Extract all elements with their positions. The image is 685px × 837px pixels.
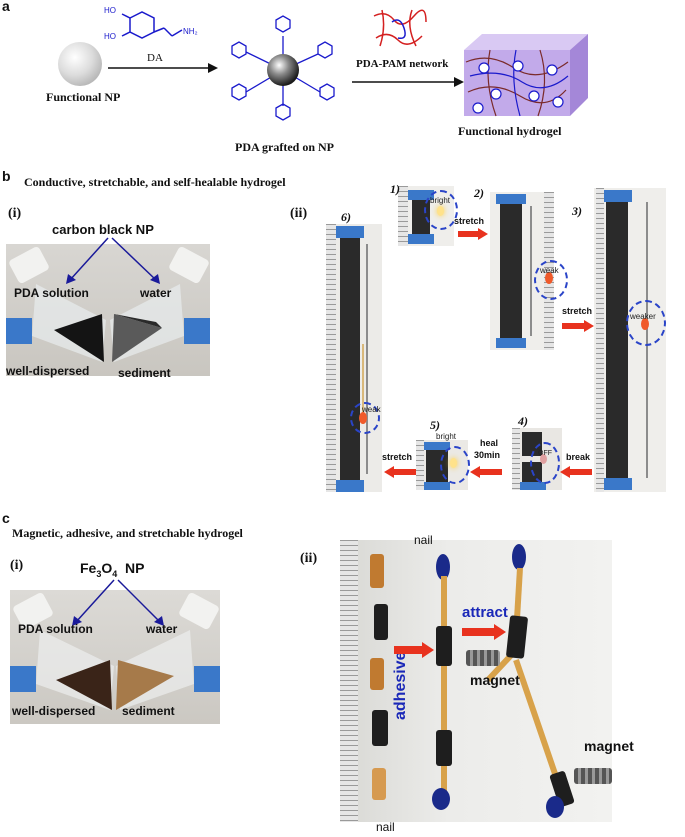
step-1-ring [424, 190, 458, 230]
panel-b-label: b [2, 168, 11, 184]
panel-b-title: Conductive, stretchable, and self-healab… [24, 175, 286, 189]
step-6-led-label: weak [362, 405, 381, 414]
water-label-c: water [146, 622, 178, 636]
fe3o4-sub-4: 4 [112, 568, 118, 579]
step-4-led-label: OFF [538, 450, 552, 457]
functional-hydrogel-label: Functional hydrogel [458, 124, 562, 138]
functional-hydrogel-cube [464, 34, 588, 117]
fe3o4-fe: Fe [80, 560, 97, 576]
water-label-b: water [140, 286, 172, 300]
pda-solution-label-c: PDA solution [18, 622, 93, 636]
fe3o4-np: NP [117, 560, 145, 576]
functional-np-label: Functional NP [46, 90, 121, 104]
fe3o4-o: O [101, 560, 113, 576]
panel-c-sub-i: (i) [10, 558, 24, 573]
panel-b-sub-ii: (ii) [290, 206, 308, 221]
pda-solution-label-b: PDA solution [14, 286, 89, 300]
pda-pam-network-icon [373, 9, 427, 47]
functional-np-sphere [58, 42, 102, 86]
fe3o4-np-label: Fe3O4 NP [80, 560, 145, 579]
sediment-label-c: sediment [122, 704, 175, 718]
panel-b-sub-i: (i) [8, 206, 22, 221]
arrow-label-heal: heal [480, 438, 499, 448]
red-arrow-stretch-3 [384, 466, 416, 478]
step-4-number: 4) [518, 414, 528, 428]
step-2-led-label: weak [540, 266, 559, 275]
step-4-ring [530, 442, 560, 484]
dopamine-ho-bottom: HO [104, 32, 116, 41]
arrow-label-stretch-2: stretch [562, 306, 593, 316]
arrow-label-stretch-1: stretch [454, 216, 485, 226]
red-arrow-break [560, 466, 592, 478]
panel-c-title: Magnetic, adhesive, and stretchable hydr… [12, 526, 243, 540]
red-arrow-adhesive [394, 642, 434, 658]
step-5-ring [440, 446, 470, 484]
panel-c-label: c [2, 510, 10, 526]
carbon-black-vials-photo [6, 244, 210, 376]
np-label-arrows-c [72, 579, 164, 626]
step-3-led-label: weaker [630, 312, 656, 321]
well-dispersed-label-c: well-dispersed [12, 704, 96, 718]
magnet-label-2: magnet [584, 738, 634, 754]
carbon-black-np-label: carbon black NP [52, 222, 154, 237]
step-5-led-label: bright [436, 432, 457, 441]
step-3-number: 3) [572, 204, 582, 218]
pda-pam-label: PDA-PAM network [356, 58, 449, 70]
arrow-label-stretch-3: stretch [382, 452, 413, 462]
magnet-label-1: magnet [470, 672, 520, 688]
step-3-ring [626, 300, 666, 346]
step-6-photo [326, 224, 382, 492]
well-dispersed-label-b: well-dispersed [6, 364, 90, 378]
step-2-number: 2) [474, 186, 484, 200]
np-label-arrows-b [66, 237, 160, 284]
fe3o4-vials-photo [10, 590, 220, 724]
step-1-led-label: bright [430, 196, 451, 205]
pda-grafted-np [231, 15, 335, 121]
step-2-ring [534, 260, 568, 300]
red-arrow-attract [462, 624, 506, 640]
nail-top-label: nail [414, 533, 433, 547]
panel-c-sub-ii: (ii) [300, 551, 318, 566]
step-6-ring [350, 402, 380, 434]
step-6-number: 6) [341, 210, 351, 224]
arrow-label-heal-time: 30min [474, 450, 501, 460]
step-5-number: 5) [430, 418, 440, 432]
step-1-number: 1) [390, 182, 400, 196]
red-arrow-stretch-2 [562, 320, 594, 332]
magnetic-hydrogel-photo [340, 540, 612, 822]
dopamine-nh2: NH₂ [183, 27, 198, 36]
red-arrow-heal [470, 466, 502, 478]
fe3o4-sub-3: 3 [96, 568, 102, 579]
adhesive-label: adhesive [392, 651, 409, 720]
arrow-da [108, 63, 218, 73]
nail-bottom-label: nail [376, 820, 395, 834]
step-2-photo [490, 192, 554, 350]
red-arrow-stretch-1 [458, 228, 488, 240]
pda-grafted-label: PDA grafted on NP [235, 140, 334, 154]
arrow-network [352, 77, 464, 87]
panel-a-label: a [2, 0, 10, 14]
da-label: DA [147, 52, 163, 64]
dopamine-molecule [121, 11, 183, 39]
sediment-label-b: sediment [118, 366, 171, 380]
arrow-label-break: break [566, 452, 591, 462]
dopamine-ho-top: HO [104, 6, 116, 15]
attract-label: attract [462, 604, 508, 621]
